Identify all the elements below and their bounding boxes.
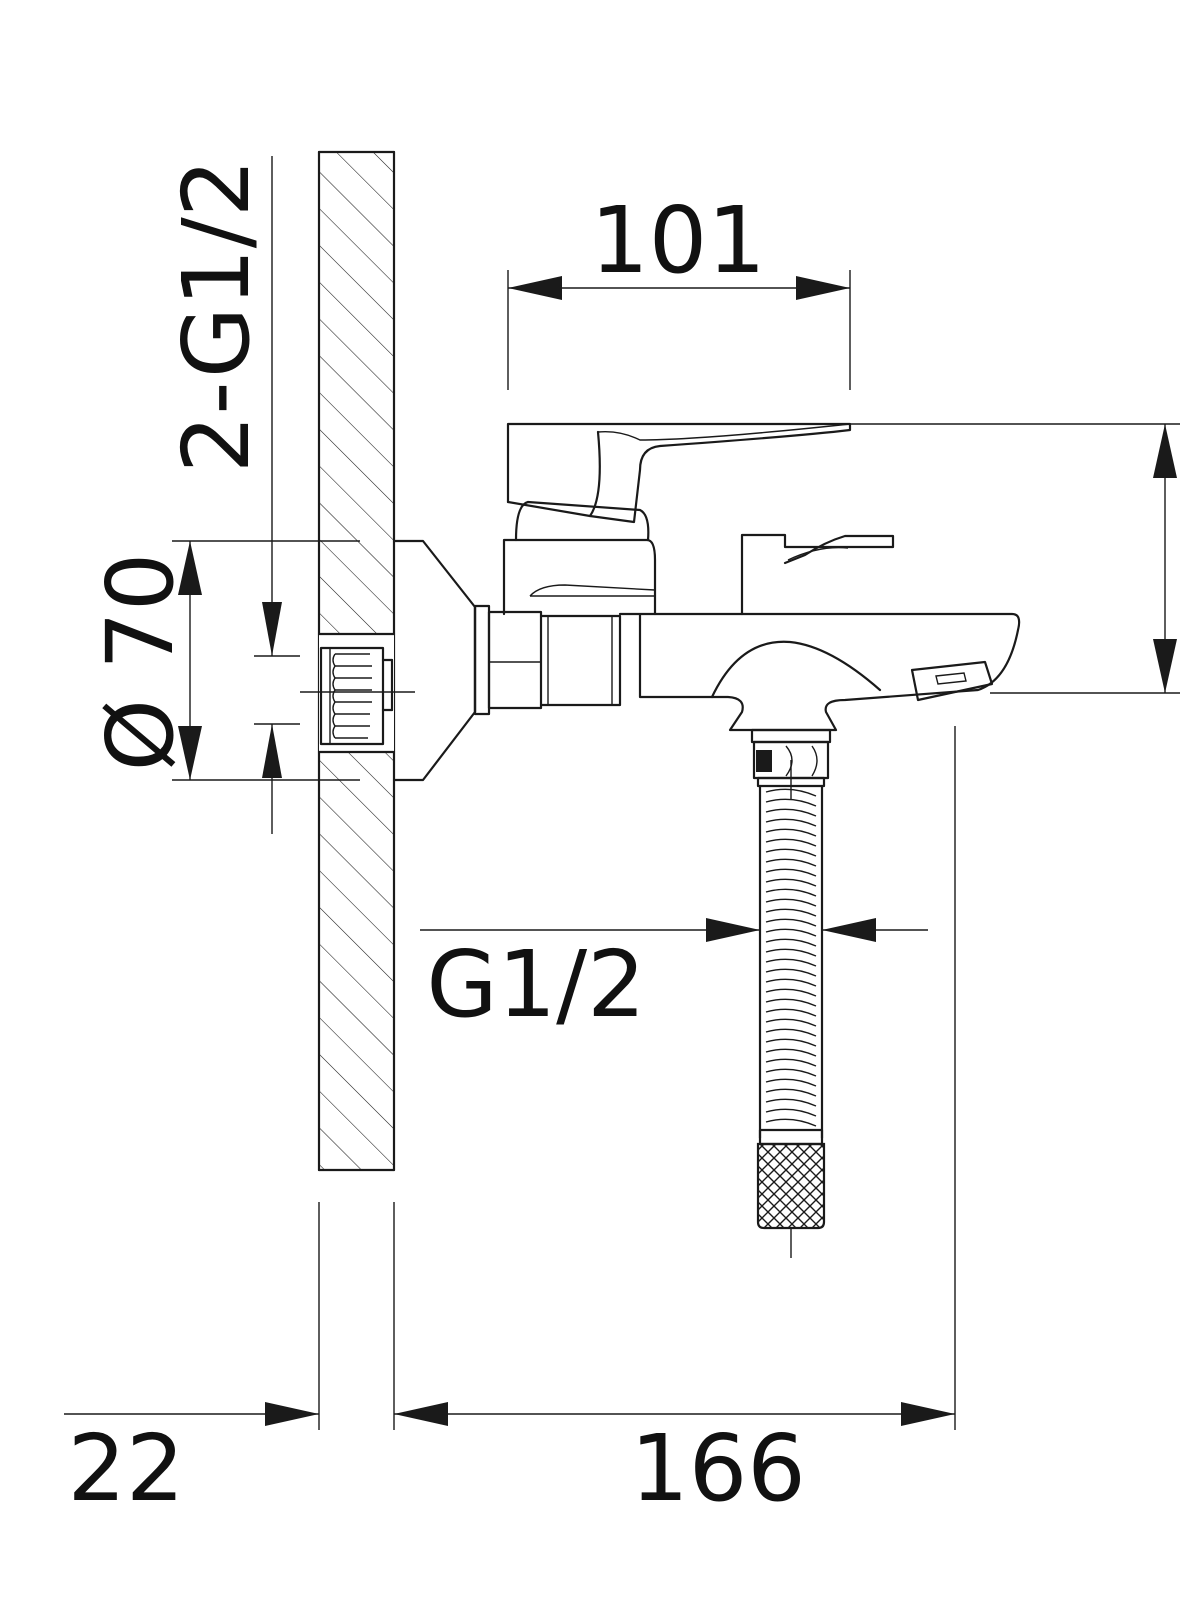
- hose-coil-lines: [765, 788, 817, 1127]
- mixer-body: [502, 500, 1021, 732]
- mixer-lever: [506, 422, 852, 524]
- dimension-inlet-thread-label: 2-G1/2: [163, 159, 270, 473]
- spout-aerator: [910, 660, 994, 702]
- dimension-80: [850, 423, 1180, 694]
- connector-nut: [473, 604, 622, 716]
- dimension-101-label: 101: [590, 187, 766, 294]
- hose-connector: [750, 728, 832, 788]
- wall-section: [317, 150, 396, 1172]
- dimension-166-label: 166: [630, 1415, 806, 1522]
- center-lines: [300, 691, 792, 1258]
- hose-end-nut: [756, 1128, 826, 1230]
- shower-hose: [758, 784, 824, 1140]
- dimension-22-label: 22: [67, 1415, 184, 1522]
- dimension-flange-diameter-label: Ø 70: [87, 553, 194, 772]
- dimension-flange-diameter: [172, 540, 360, 781]
- dimension-22: [64, 1202, 395, 1430]
- dimension-101: [507, 270, 851, 390]
- wall-flange: [392, 539, 477, 782]
- dimension-166: [394, 726, 956, 1430]
- dimension-inlet-thread: [254, 156, 300, 834]
- inlet-fitting: [319, 646, 394, 746]
- dimension-hose-thread-label: G1/2: [426, 931, 645, 1038]
- dimension-hose-thread: [420, 918, 928, 942]
